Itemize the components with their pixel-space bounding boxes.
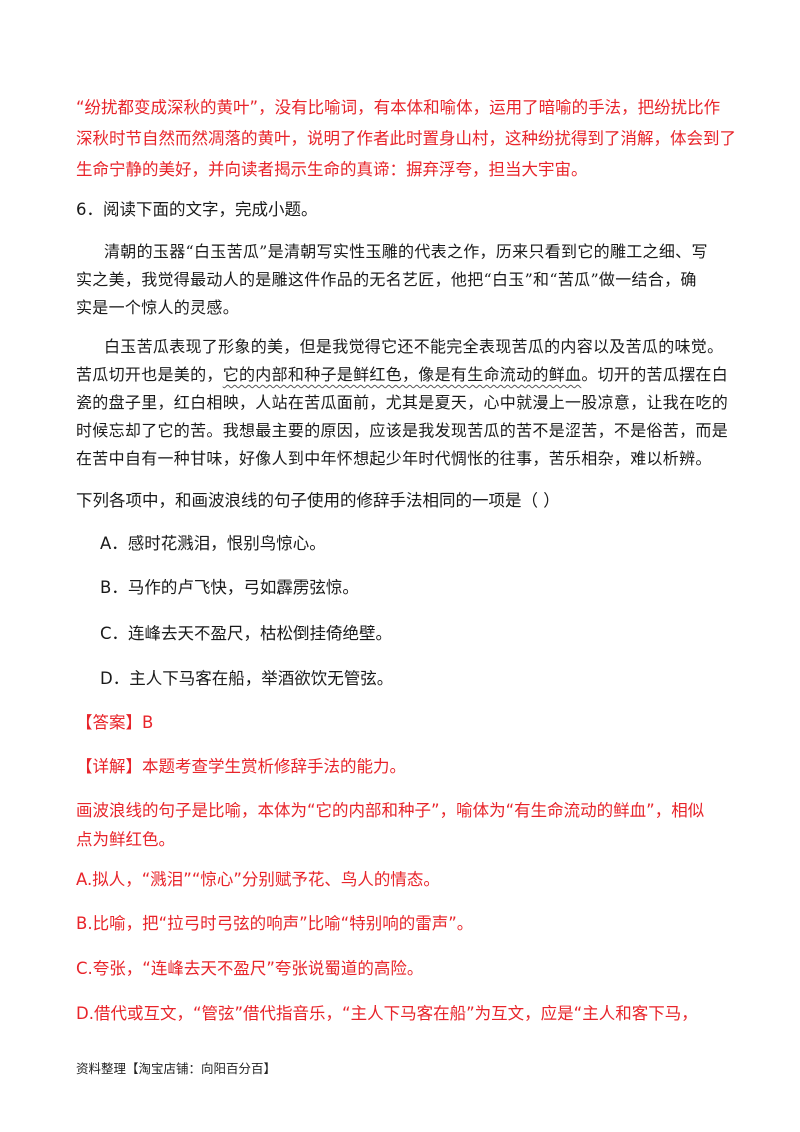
passage-p2-line-4: 时候忘却了它的苦。我想最主要的原因，应该是我发现苦瓜的苦不是涩苦，不是俗苦，而是 (76, 421, 729, 440)
passage-p2-line-2-post: 。切开的苦瓜摆在白 (581, 365, 729, 384)
answer-detail: 【详解】本题考查学生赏析修辞手法的能力。 (76, 757, 406, 776)
prev-answer-line-2: 深秋时节自然而然凋落的黄叶，说明了作者此时置身山村，这种纷扰得到了消解，体会到了 (76, 129, 736, 148)
option-d: D．主人下马客在船，举酒欲饮无管弦。 (100, 669, 394, 688)
prev-answer-line-1: “纷扰都变成深秋的黄叶”，没有比喻词，有本体和喻体，运用了暗喻的手法，把纷扰比作 (76, 98, 721, 117)
explanation-line-2: 点为鲜红色。 (76, 830, 175, 849)
explanation-line-1: 画波浪线的句子是比喻，本体为“它的内部和种子”，喻体为“有生命流动的鲜血”，相似 (76, 801, 705, 820)
analysis-b: B.比喻，把“拉弓时弓弦的响声”比喻“特别响的雷声”。 (76, 914, 474, 933)
analysis-d: D.借代或互文，“管弦”借代指音乐，“主人下马客在船”为互文，应是“主人和客下马… (76, 1004, 698, 1023)
passage-p2-line-1: 白玉苦瓜表现了形象的美，但是我觉得它还不能完全表现苦瓜的内容以及苦瓜的味觉。 (104, 337, 724, 356)
analysis-a: A.拟人，“溅泪”“惊心”分别赋予花、鸟人的情态。 (76, 870, 440, 889)
option-a: A．感时花溅泪，恨别鸟惊心。 (100, 534, 326, 553)
question-header: 6．阅读下面的文字，完成小题。 (76, 200, 318, 219)
passage-p2-line-5: 在苦中自有一种甘味，好像人到中年怀想起少年时代惆怅的往事，苦乐相杂，难以析辨。 (76, 449, 712, 468)
wavy-underlined-sentence: 它的内部和种子是鲜红色，像是有生命流动的鲜血 (222, 365, 582, 384)
passage-p2-line-2-pre: 苦瓜切开也是美的， (76, 365, 223, 384)
passage-p1-line-2: 实之美，我觉得最动人的是雕这件作品的无名艺匠，他把“白玉”和“苦瓜”做一结合，确 (76, 270, 697, 289)
passage-p2-line-3: 瓷的盘子里，红白相映，人站在苦瓜面前，尤其是夏天，心中就漫上一股凉意，让我在吃的 (76, 393, 729, 412)
question-stem: 下列各项中，和画波浪线的句子使用的修辞手法相同的一项是（ ） (76, 491, 560, 510)
passage-p1-line-1: 清朝的玉器“白玉苦瓜”是清朝写实性玉雕的代表之作，历来只看到它的雕工之细、写 (104, 242, 708, 261)
passage-p2-line-2: 苦瓜切开也是美的，它的内部和种子是鲜红色，像是有生命流动的鲜血。切开的苦瓜摆在白 (76, 361, 728, 385)
prev-answer-line-3: 生命宁静的美好，并向读者揭示生命的真谛：摒弃浮夸，担当大宇宙。 (76, 160, 588, 179)
option-b: B．马作的卢飞快，弓如霹雳弦惊。 (100, 578, 359, 597)
option-c: C．连峰去天不盈尺，枯松倒挂倚绝壁。 (100, 624, 393, 643)
page-footer: 资料整理【淘宝店铺：向阳百分百】 (76, 1061, 277, 1076)
analysis-c: C.夸张，“连峰去天不盈尺”夸张说蜀道的高险。 (76, 959, 424, 978)
answer-label: 【答案】B (76, 713, 154, 732)
passage-p1-line-3: 实是一个惊人的灵感。 (76, 298, 240, 317)
